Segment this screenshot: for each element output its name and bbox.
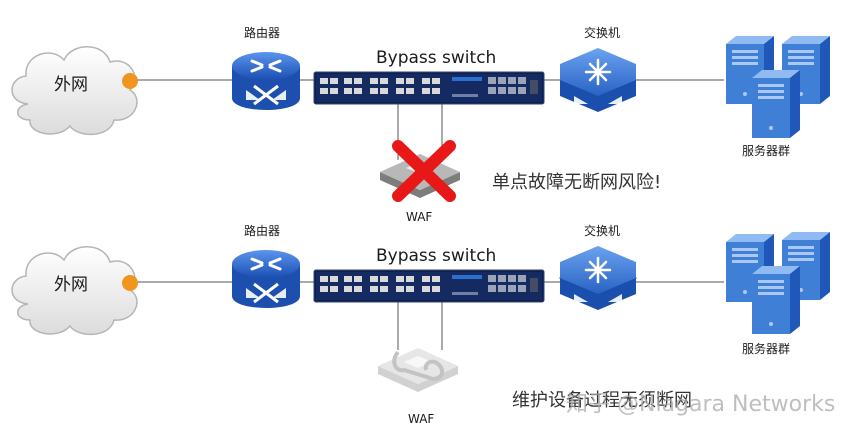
port-dot-icon	[122, 275, 138, 291]
maintenance-note: 维护设备过程无须断网	[512, 390, 692, 411]
servers-label: 服务器群	[742, 342, 791, 356]
bypass-switch-title: Bypass switch	[376, 246, 497, 266]
switch-icon	[558, 46, 638, 114]
router-icon	[230, 50, 302, 112]
switch-label: 交换机	[584, 224, 621, 238]
waf-icon	[378, 348, 458, 392]
cloud-label: 外网	[54, 275, 88, 295]
cloud-label: 外网	[54, 75, 88, 95]
server-icon	[752, 70, 800, 138]
scenario-single-point-failure	[11, 36, 830, 202]
bypass-switch-title: Bypass switch	[376, 48, 497, 68]
waf-label: WAF	[406, 210, 433, 224]
scenario-maintenance	[11, 232, 830, 392]
switch-icon	[558, 244, 638, 312]
router-icon	[230, 248, 302, 310]
waf-label: WAF	[408, 412, 435, 426]
router-label: 路由器	[244, 224, 281, 238]
bottom-links	[130, 281, 724, 350]
failure-note: 单点故障无断网风险!	[492, 172, 662, 193]
port-dot-icon	[122, 73, 138, 89]
switch-label: 交换机	[584, 26, 621, 40]
bypass-switch-icon	[313, 269, 545, 303]
router-label: 路由器	[244, 26, 281, 40]
cross-icon	[392, 140, 456, 202]
bypass-switch-icon	[313, 71, 545, 105]
servers-label: 服务器群	[742, 144, 791, 158]
watermark: 知乎 @Niagara Networks	[566, 392, 836, 417]
top-links	[130, 79, 724, 160]
server-icon	[752, 266, 800, 334]
